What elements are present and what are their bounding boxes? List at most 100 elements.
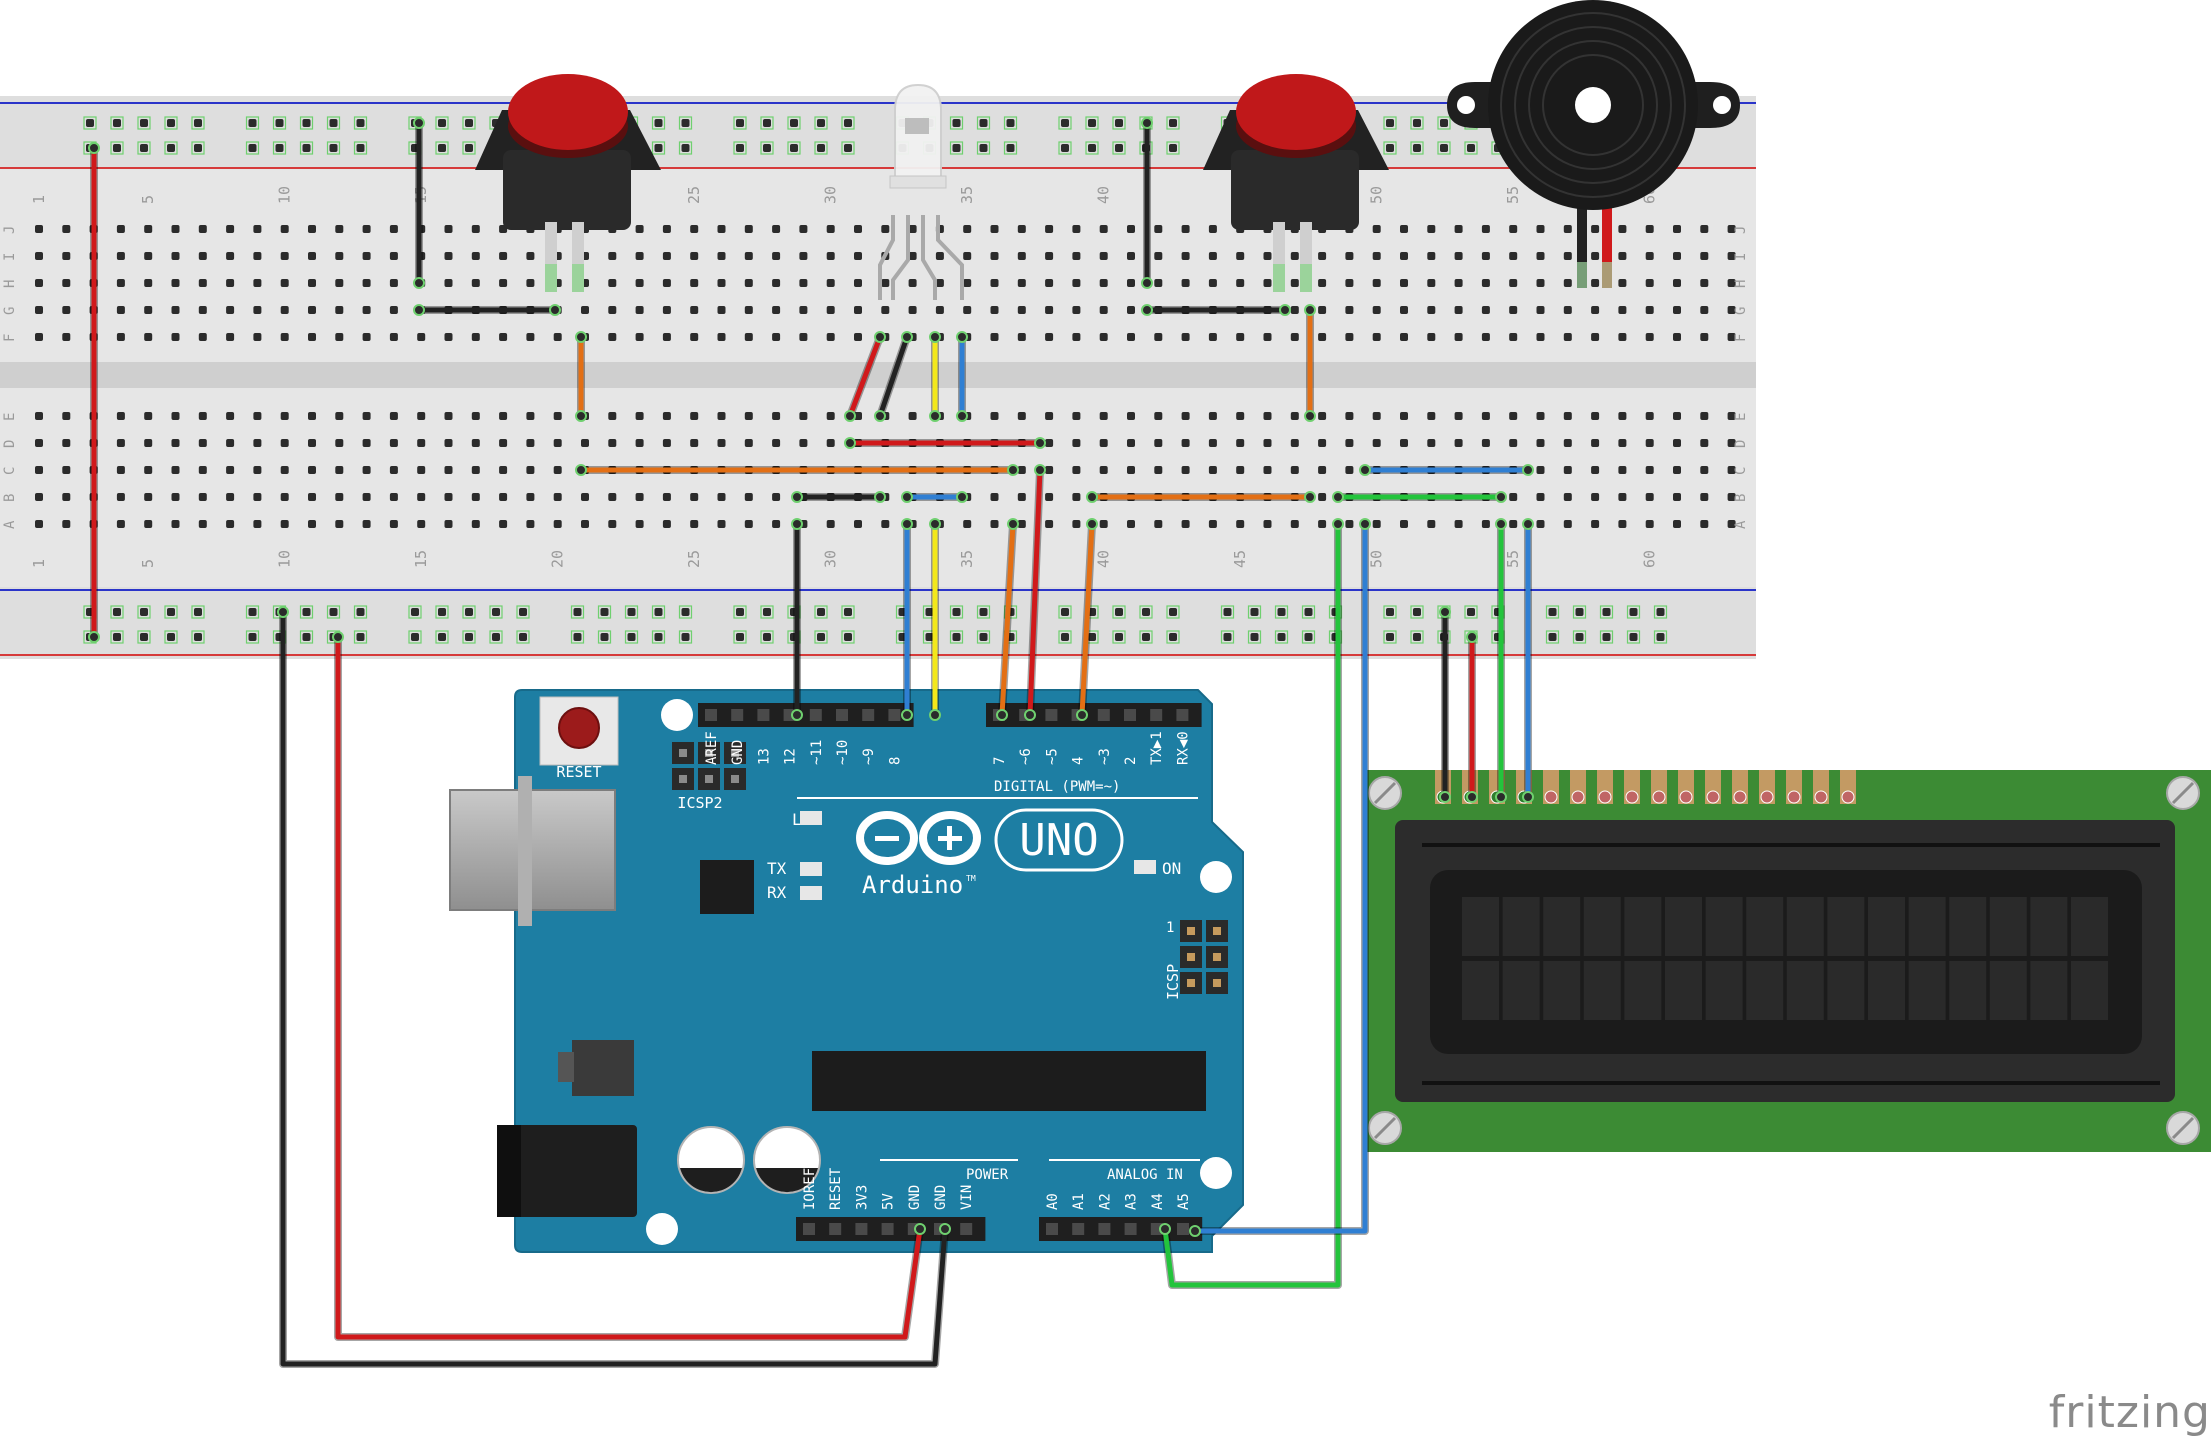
- rgb-led[interactable]: [878, 83, 964, 300]
- arduino-logo-text: Arduino: [862, 871, 963, 899]
- breadboard-hole: [1563, 493, 1572, 501]
- digital-pin[interactable]: [809, 709, 822, 721]
- breadboard-hole: [1591, 493, 1600, 501]
- breadboard-hole: [389, 333, 398, 341]
- breadboard-hole: [1700, 466, 1709, 474]
- breadboard-hole: [444, 412, 453, 420]
- breadboard-hole: [826, 225, 835, 233]
- digital-pin-label: 12: [783, 748, 799, 765]
- breadboard-hole: [198, 306, 207, 314]
- power-pin[interactable]: [829, 1223, 842, 1235]
- digital-pin[interactable]: [1150, 709, 1163, 721]
- power-pin[interactable]: [803, 1223, 815, 1235]
- breadboard-hole: [144, 520, 153, 528]
- lcd-character-cell: [1705, 961, 1743, 1020]
- breadboard-hole: [1618, 225, 1627, 233]
- analog-pin[interactable]: [1046, 1223, 1058, 1235]
- digital-pin[interactable]: [1097, 709, 1110, 721]
- rail-hole: [167, 144, 175, 152]
- lcd-character-cell: [2071, 961, 2108, 1020]
- digital-pin[interactable]: [888, 709, 901, 721]
- rail-hole: [763, 144, 771, 152]
- analog-pin-label: A3: [1124, 1193, 1140, 1210]
- push-button[interactable]: [475, 74, 661, 292]
- digital-pin[interactable]: [862, 709, 875, 721]
- breadboard-hole: [116, 493, 125, 501]
- rail-hole: [140, 633, 148, 641]
- analog-pin[interactable]: [1124, 1223, 1137, 1235]
- rail-hole: [1467, 608, 1475, 616]
- breadboard-hole: [335, 520, 344, 528]
- wire-end: [1439, 606, 1451, 618]
- wire-end: [549, 304, 561, 316]
- digital-pin[interactable]: [705, 709, 717, 721]
- rail-hole-highlight: [408, 605, 422, 619]
- breadboard-hole: [717, 252, 726, 260]
- breadboard-hole: [854, 279, 862, 287]
- breadboard-hole: [253, 252, 262, 260]
- wire-end: [413, 304, 425, 316]
- rail-hole-highlight: [976, 116, 991, 130]
- breadboard-hole: [1263, 466, 1272, 474]
- breadboard-hole: [526, 279, 535, 287]
- analog-pin[interactable]: [1177, 1223, 1189, 1235]
- breadboard-hole: [690, 439, 699, 447]
- rail-hole: [519, 608, 527, 616]
- power-pin[interactable]: [960, 1223, 973, 1235]
- breadboard-hole: [553, 333, 562, 341]
- digital-pin[interactable]: [1045, 709, 1058, 721]
- breadboard-hole: [1318, 252, 1327, 260]
- digital-pin[interactable]: [836, 709, 848, 721]
- digital-pin[interactable]: [1176, 709, 1189, 721]
- breadboard-hole: [1591, 225, 1600, 233]
- power-pin[interactable]: [855, 1223, 868, 1235]
- breadboard-hole: [62, 520, 71, 528]
- breadboard-hole: [1618, 439, 1627, 447]
- power-pin[interactable]: [881, 1223, 894, 1235]
- wire-end: [413, 277, 425, 289]
- breadboard-hole: [1236, 520, 1245, 528]
- rail-hole-highlight: [949, 605, 964, 619]
- breadboard-hole: [1427, 279, 1436, 287]
- breadboard-hole: [963, 279, 972, 287]
- analog-pin[interactable]: [1072, 1223, 1085, 1235]
- breadboard-hole: [526, 333, 535, 341]
- breadboard-hole: [690, 279, 699, 287]
- reset-button[interactable]: [558, 707, 600, 749]
- breadboard-hole: [1099, 252, 1108, 260]
- rail-hole: [1386, 144, 1394, 152]
- breadboard-hole: [1127, 225, 1135, 233]
- wire-end: [1304, 491, 1316, 503]
- breadboard-hole: [690, 493, 699, 501]
- breadboard-hole: [499, 439, 508, 447]
- breadboard-hole: [471, 520, 480, 528]
- rail-hole: [356, 144, 365, 152]
- rail-hole-highlight: [787, 605, 801, 619]
- rail-hole-highlight: [1058, 141, 1072, 155]
- rail-hole: [1088, 144, 1096, 152]
- breadboard-hole: [772, 493, 781, 501]
- breadboard-hole: [990, 493, 999, 501]
- analog-pin[interactable]: [1150, 1223, 1163, 1235]
- breadboard-hole: [499, 412, 508, 420]
- digital-pin[interactable]: [731, 709, 744, 721]
- rail-hole-highlight: [245, 141, 260, 155]
- breadboard-hole: [908, 279, 917, 287]
- breadboard-hole: [1154, 520, 1163, 528]
- rail-hole-highlight: [787, 116, 801, 130]
- rail-hole-highlight: [1112, 630, 1126, 644]
- push-button[interactable]: [1203, 74, 1389, 292]
- breadboard-hole: [362, 439, 371, 447]
- digital-pin[interactable]: [757, 709, 770, 721]
- breadboard-hole: [1045, 252, 1054, 260]
- breadboard-hole: [1208, 520, 1217, 528]
- breadboard-hole: [526, 439, 535, 447]
- breadboard-hole: [908, 252, 917, 260]
- digital-pin[interactable]: [1124, 709, 1136, 721]
- rail-hole: [140, 119, 148, 127]
- breadboard-hole: [1045, 306, 1054, 314]
- analog-pin[interactable]: [1098, 1223, 1111, 1235]
- breadboard-hole: [471, 439, 480, 447]
- breadboard-hole: [1454, 412, 1463, 420]
- row-label: E: [2, 413, 18, 421]
